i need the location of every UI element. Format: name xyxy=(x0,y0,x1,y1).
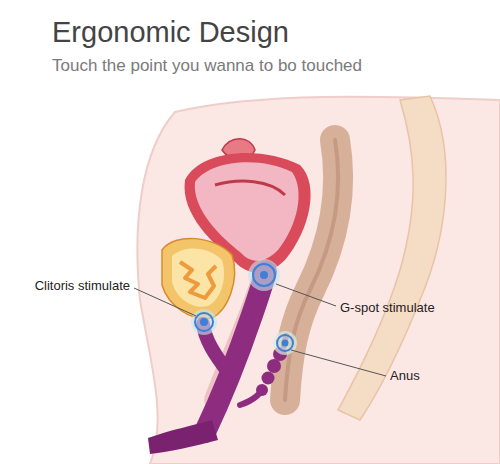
stimulation-point xyxy=(282,340,289,347)
uterus-cavity xyxy=(215,181,285,195)
callout-label: Clitoris stimulate xyxy=(35,278,130,293)
stimulation-ring xyxy=(195,313,213,331)
subtitle: Touch the point you wanna to bo touched xyxy=(52,56,362,76)
callout-label: G-spot stimulate xyxy=(340,300,435,315)
stimulation-ring xyxy=(277,335,293,351)
body-outline xyxy=(137,97,500,464)
stimulation-point xyxy=(200,318,208,326)
bladder-inner xyxy=(180,262,216,298)
title: Ergonomic Design xyxy=(52,16,289,49)
leader-line xyxy=(291,350,386,376)
stimulation-glow xyxy=(273,331,297,355)
callout-label: Anus xyxy=(390,368,420,383)
bladder-wall xyxy=(162,238,235,318)
leader-line xyxy=(134,288,196,316)
anal-bead xyxy=(262,372,275,385)
leader-line xyxy=(276,284,336,306)
sacrum xyxy=(338,96,446,420)
stimulation-point xyxy=(260,271,268,279)
stimulation-glow xyxy=(248,259,280,291)
anal-bead xyxy=(267,359,281,373)
stimulation-ring xyxy=(253,264,275,286)
bladder xyxy=(172,248,224,306)
toy-handle xyxy=(148,420,218,454)
stimulation-glow xyxy=(191,309,217,335)
